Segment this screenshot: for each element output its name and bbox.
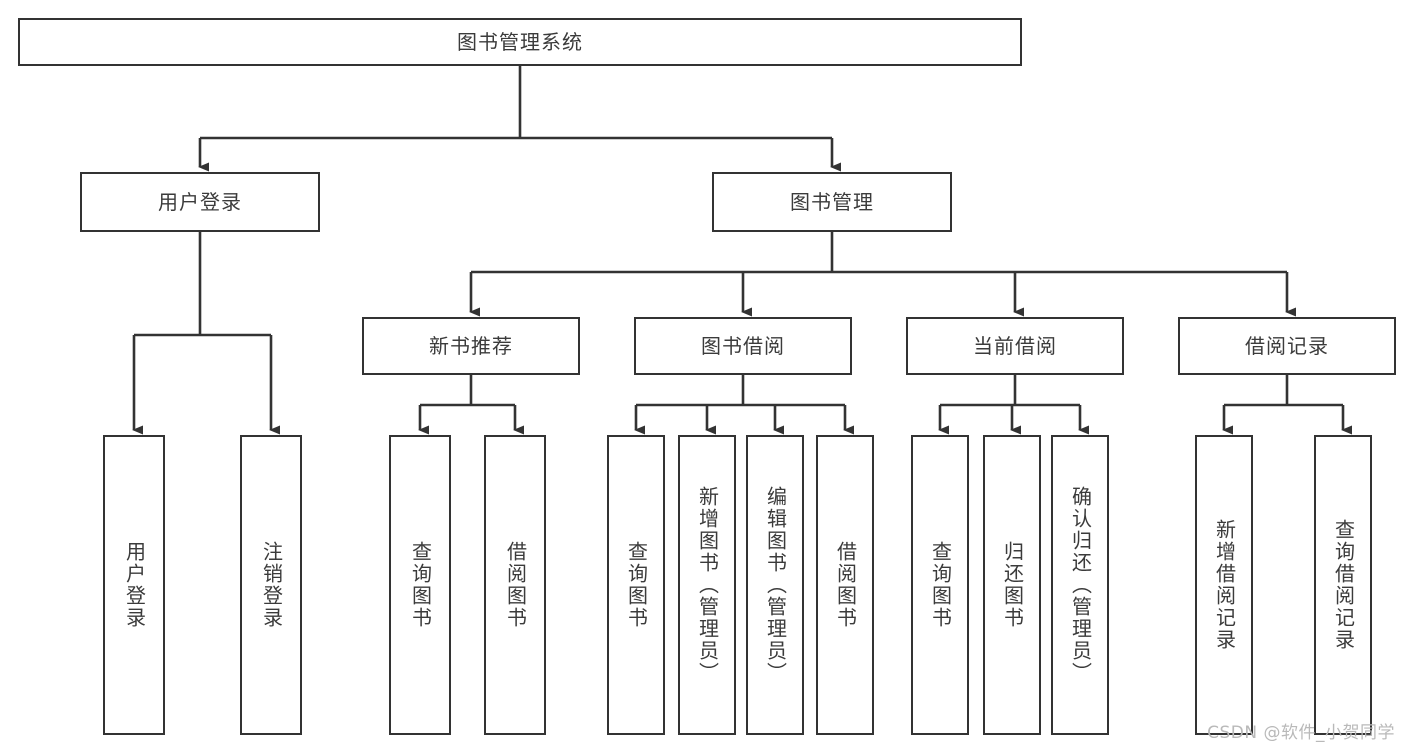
leaf-node-label: 新增图书（管理员）	[695, 486, 720, 684]
connector-group	[132, 66, 1353, 435]
level3-node-label: 图书借阅	[701, 334, 785, 358]
leaf-node-box[interactable]: 借阅图书	[816, 435, 874, 735]
level2-node-box[interactable]: 用户登录	[80, 172, 320, 232]
leaf-node-label: 用户登录	[122, 541, 147, 629]
leaf-node-box[interactable]: 新增借阅记录	[1195, 435, 1253, 735]
leaf-node-box[interactable]: 查询图书	[389, 435, 451, 735]
level2-node-box[interactable]: 图书管理	[712, 172, 952, 232]
leaf-node-label: 查询图书	[624, 541, 649, 629]
leaf-node-box[interactable]: 确认归还（管理员）	[1051, 435, 1109, 735]
leaf-node-box[interactable]: 编辑图书（管理员）	[746, 435, 804, 735]
level3-node-box[interactable]: 图书借阅	[634, 317, 852, 375]
leaf-node-label: 借阅图书	[503, 541, 528, 629]
leaf-node-label: 注销登录	[259, 541, 284, 629]
leaf-node-label: 查询图书	[408, 541, 433, 629]
level3-node-box[interactable]: 新书推荐	[362, 317, 580, 375]
level3-node-box[interactable]: 当前借阅	[906, 317, 1124, 375]
level2-node-label: 用户登录	[158, 190, 242, 214]
leaf-node-box[interactable]: 查询借阅记录	[1314, 435, 1372, 735]
leaf-node-label: 查询图书	[928, 541, 953, 629]
level2-node-label: 图书管理	[790, 190, 874, 214]
root-node-box[interactable]: 图书管理系统	[18, 18, 1022, 66]
leaf-node-label: 借阅图书	[833, 541, 858, 629]
level3-node-box[interactable]: 借阅记录	[1178, 317, 1396, 375]
level3-node-label: 新书推荐	[429, 334, 513, 358]
leaf-node-label: 确认归还（管理员）	[1068, 486, 1093, 684]
leaf-node-box[interactable]: 归还图书	[983, 435, 1041, 735]
leaf-node-box[interactable]: 查询图书	[607, 435, 665, 735]
leaf-node-label: 编辑图书（管理员）	[763, 486, 788, 684]
leaf-node-label: 新增借阅记录	[1212, 519, 1237, 651]
leaf-node-box[interactable]: 查询图书	[911, 435, 969, 735]
root-node-label: 图书管理系统	[457, 30, 583, 54]
leaf-node-label: 查询借阅记录	[1331, 519, 1356, 651]
leaf-node-label: 归还图书	[1000, 541, 1025, 629]
leaf-node-box[interactable]: 注销登录	[240, 435, 302, 735]
leaf-node-box[interactable]: 新增图书（管理员）	[678, 435, 736, 735]
leaf-node-box[interactable]: 用户登录	[103, 435, 165, 735]
level3-node-label: 借阅记录	[1245, 334, 1329, 358]
level3-node-label: 当前借阅	[973, 334, 1057, 358]
leaf-node-box[interactable]: 借阅图书	[484, 435, 546, 735]
